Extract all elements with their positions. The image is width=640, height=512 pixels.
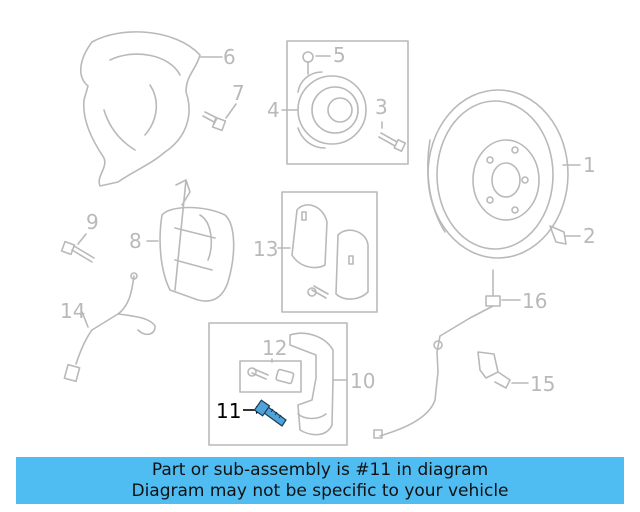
bolt-3-part (378, 121, 407, 153)
bolt-11-highlighted-part (243, 399, 287, 427)
parts-diagram: 1 2 3 4 5 6 7 8 9 10 11 12 13 14 15 16 (60, 31, 596, 446)
callout-4: 4 (267, 98, 280, 122)
callout-9: 9 (86, 210, 99, 234)
callout-7: 7 (232, 81, 245, 105)
splash-shield-part (80, 31, 223, 187)
callout-8: 8 (129, 229, 142, 253)
info-banner: Part or sub-assembly is #11 in diagram D… (16, 457, 624, 504)
brake-rotor-part (427, 89, 581, 259)
callout-10: 10 (350, 369, 375, 393)
callout-6: 6 (223, 45, 236, 69)
callout-16: 16 (522, 289, 547, 313)
callout-14: 14 (60, 299, 85, 323)
guide-pin-box (239, 360, 302, 393)
callout-5: 5 (333, 43, 346, 67)
banner-line-2: Diagram may not be specific to your vehi… (131, 481, 509, 501)
banner-line-1: Part or sub-assembly is #11 in diagram (151, 460, 489, 480)
caliper-part (146, 179, 235, 302)
guide-pin-part (247, 358, 295, 385)
hub-bearing-part (281, 71, 367, 149)
bolt-9-part (60, 233, 95, 263)
hub-box (286, 40, 409, 165)
callout-3: 3 (375, 95, 388, 119)
abs-sensor-part (373, 269, 521, 439)
callout-2: 2 (583, 224, 596, 248)
callout-13: 13 (253, 237, 278, 261)
caliper-bracket-part (289, 332, 347, 436)
bolt-5-part (302, 51, 331, 75)
pads-box (281, 191, 378, 313)
callout-15: 15 (530, 372, 555, 396)
callout-1: 1 (583, 153, 596, 177)
bolt-2-part (549, 225, 581, 245)
callout-12: 12 (262, 336, 287, 360)
callout-11: 11 (216, 399, 241, 423)
bracket-box (208, 322, 348, 446)
bolt-7-part (202, 103, 237, 132)
brake-hose-part (63, 272, 156, 383)
brake-pads-part (277, 204, 369, 300)
sensor-bracket-part (477, 351, 529, 389)
